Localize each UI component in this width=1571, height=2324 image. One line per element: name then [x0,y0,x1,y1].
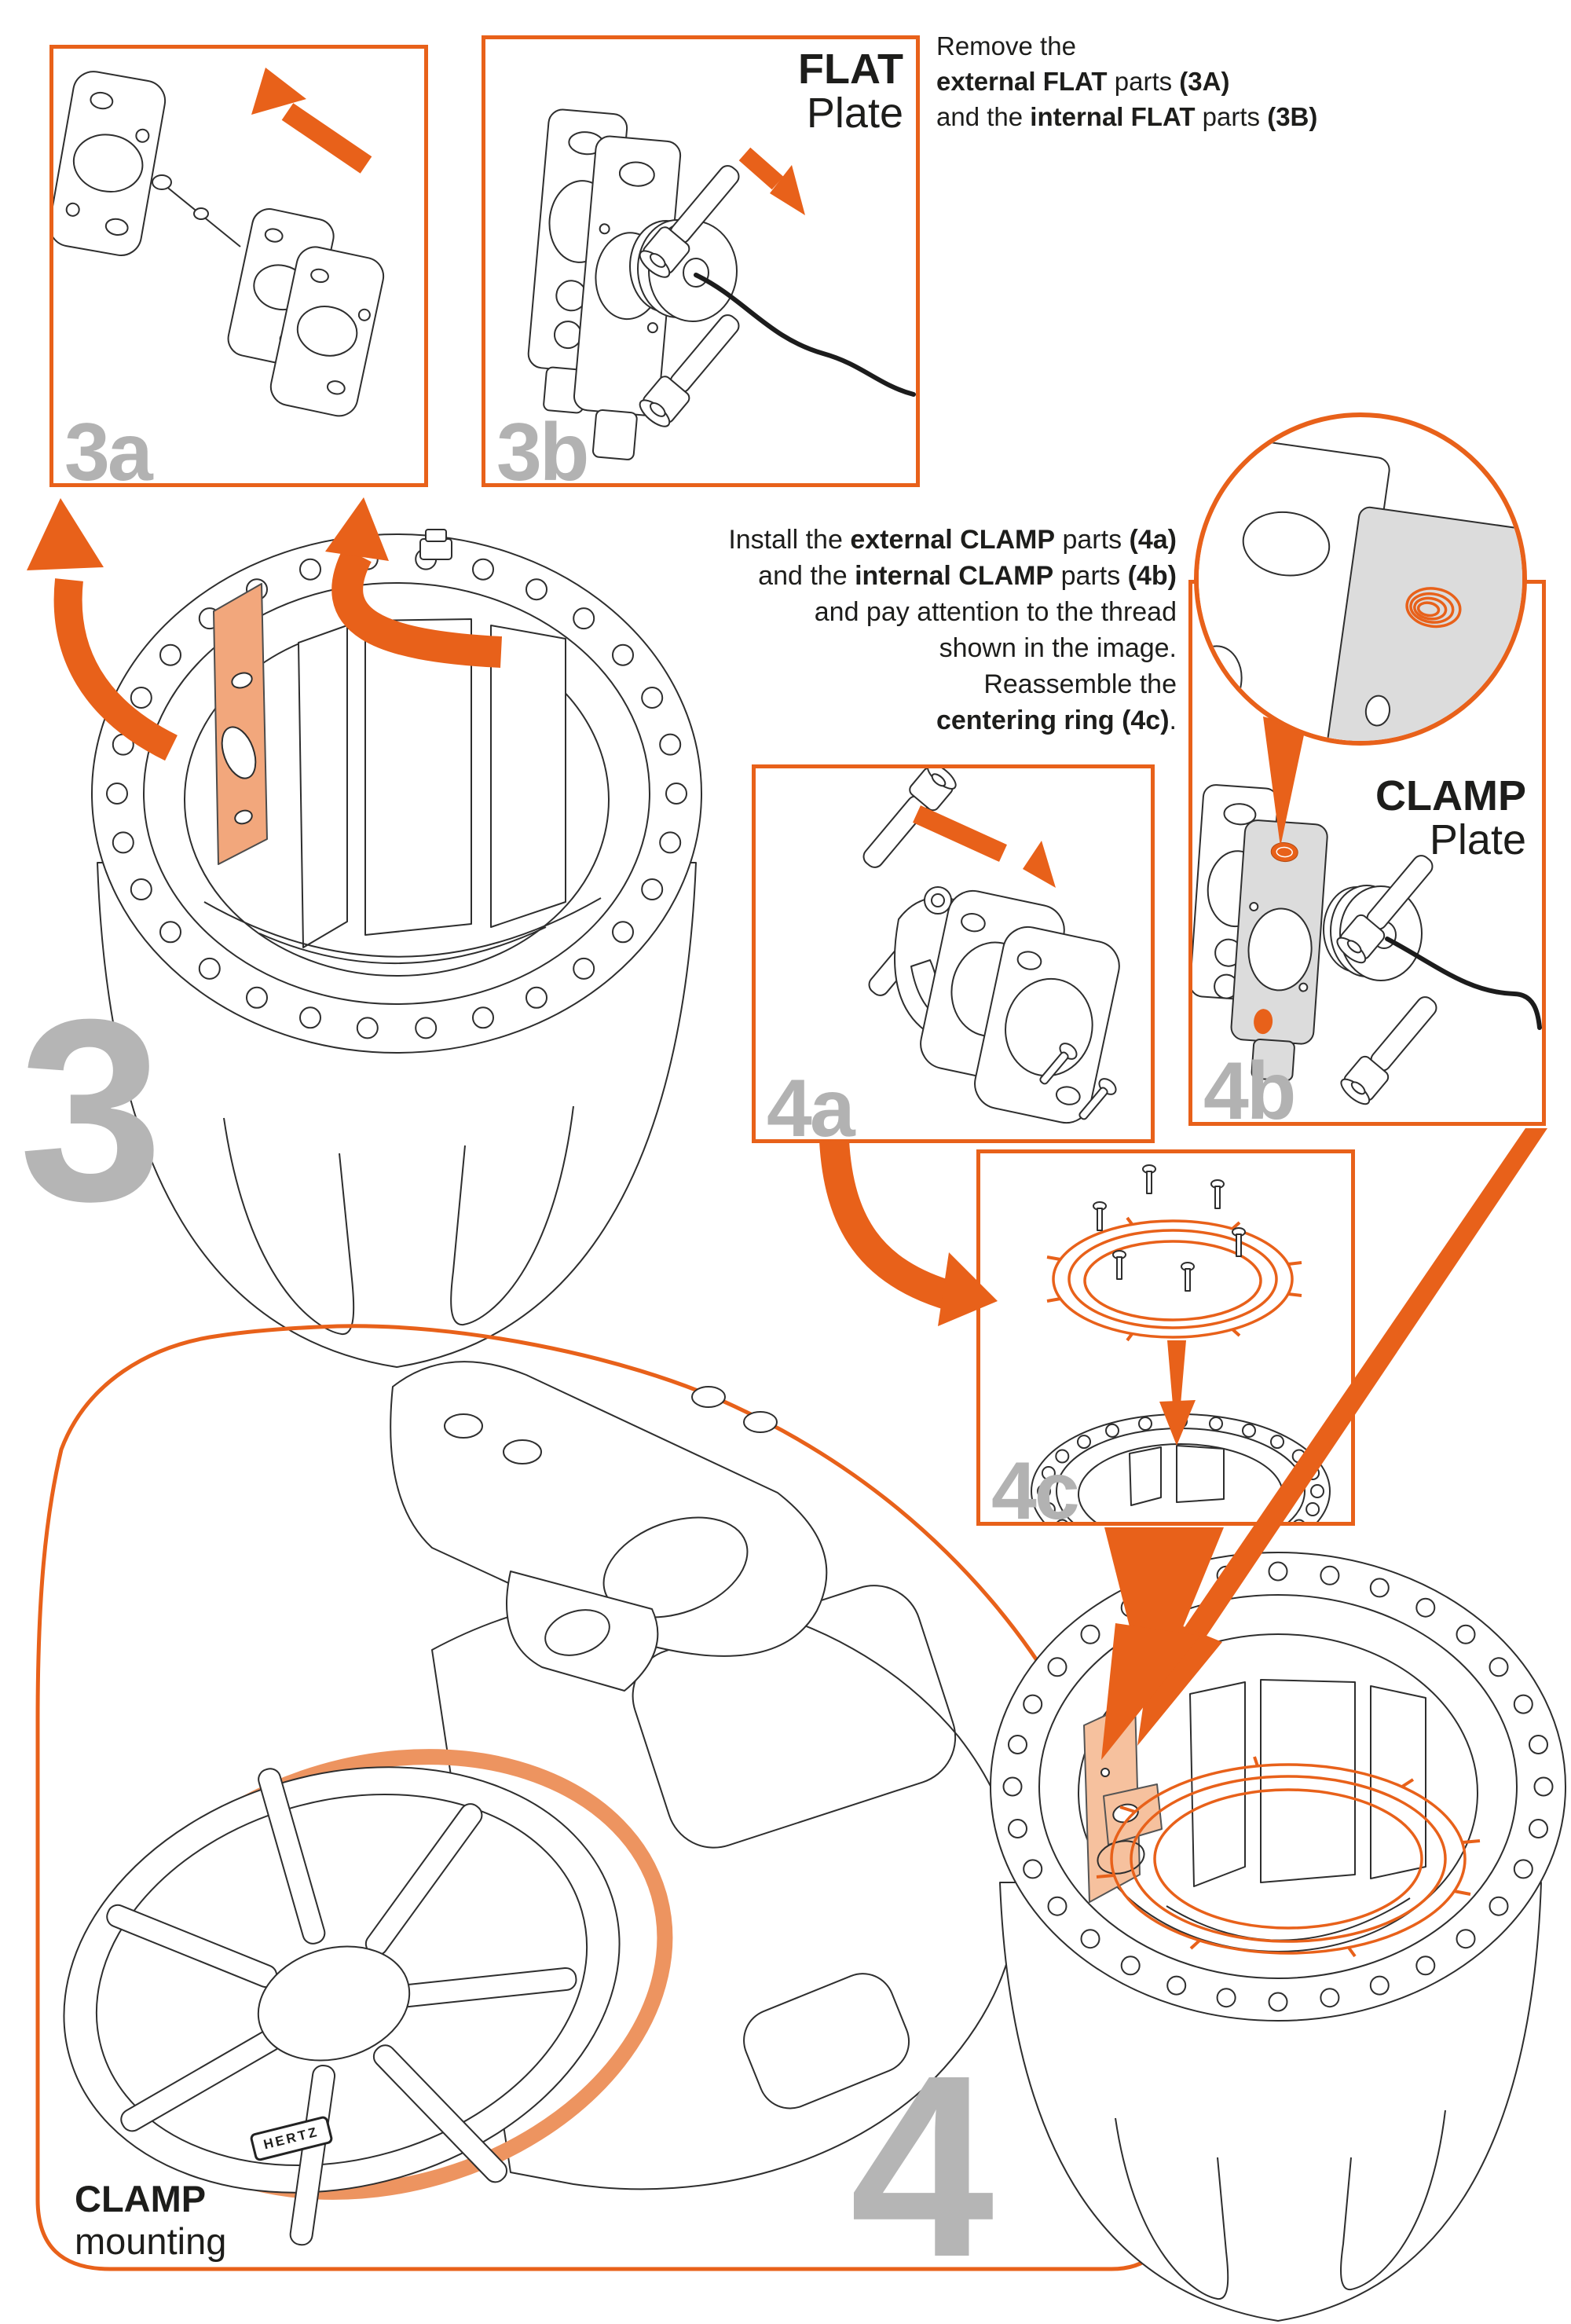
box-3a-drawing [53,68,385,417]
clamp-mounting-label: CLAMP mounting [75,2178,226,2263]
external-flat-plate-front [269,246,385,417]
centering-ring-installed [1096,1756,1481,1958]
magnified-threaded-hole [1405,587,1462,629]
install-instruction: Install the external CLAMP parts (4a)and… [728,525,1177,735]
step4-number: 4 [850,2021,994,2311]
flat-plate-title: FLAT [798,46,903,93]
arrow-down-right-icon [913,805,1056,888]
clamp-plate-label: CLAMP Plate [1375,774,1526,862]
centering-ring [1046,1216,1302,1342]
enclosure-interior [203,618,602,964]
threaded-hole [1270,842,1298,863]
brand-badge-text: HERTZ [262,2124,320,2153]
speaker-grille [63,1766,621,2246]
clamp-hole-orange [1254,1009,1273,1035]
box-4b-drawing [1192,784,1542,1105]
clamp-mounting-title: CLAMP [75,2178,207,2220]
panel-3b: FLAT Plate 3b [482,35,920,496]
socket-bolt-top [639,165,740,278]
panel-4b: CLAMP Plate 4b [1188,580,1546,1135]
flat-plate-subtitle: Plate [806,90,903,137]
socket-bolt-bottom [639,314,740,427]
screw-pin [152,174,241,247]
magnified-clamp-plate [1324,506,1522,741]
clamp-plate-subtitle: Plate [1429,816,1526,864]
arrow-up-left-icon [251,68,372,174]
clamp-mounting-subtitle: mounting [75,2220,227,2263]
speaker-wire [1385,937,1542,1030]
speaker-wire [694,273,916,397]
magnifier-pointer [1263,717,1306,847]
thread-detail-magnifier [1194,412,1527,847]
flat-plate-label: FLAT Plate [798,47,903,135]
clamp-plate-front-threaded [1230,819,1328,1082]
arrow-from-4a-icon [819,1139,998,1326]
panel-4c: 4c [976,1149,1355,1534]
box-4a-label: 4a [767,1062,855,1154]
box-4c-label: 4c [991,1445,1080,1537]
external-flat-plate-large [53,71,167,256]
small-screw-1 [1039,1043,1078,1085]
clamp-mounting-panel-drawing [35,1324,1174,2271]
box-3b-drawing [527,108,916,460]
step4-enclosure-drawing [990,1552,1566,2322]
socket-bolt-top [862,768,957,868]
box-4b-label: 4b [1203,1045,1296,1137]
step3-number: 3 [19,965,163,1255]
socket-bolt-top [1336,855,1434,964]
step3-enclosure-drawing [91,529,702,1368]
flat-plate-highlighted [213,583,268,865]
tower-speaker-side-view [63,1361,1019,2246]
panel-3a: 3a [49,45,428,496]
box-4a-drawing [862,768,1120,1124]
clamp-plate-title: CLAMP [1375,772,1526,819]
box-3a-label: 3a [64,406,153,498]
mounting-holes-ring [1002,1561,1554,2012]
arrow-down-right-icon [738,147,805,215]
socket-bolt-bottom [1340,996,1437,1105]
small-screw-2 [1078,1078,1117,1120]
panel-4a: 4a [752,764,1155,1152]
box-3b-label: 3b [496,406,589,498]
clamp-mount-block [390,1361,828,1692]
